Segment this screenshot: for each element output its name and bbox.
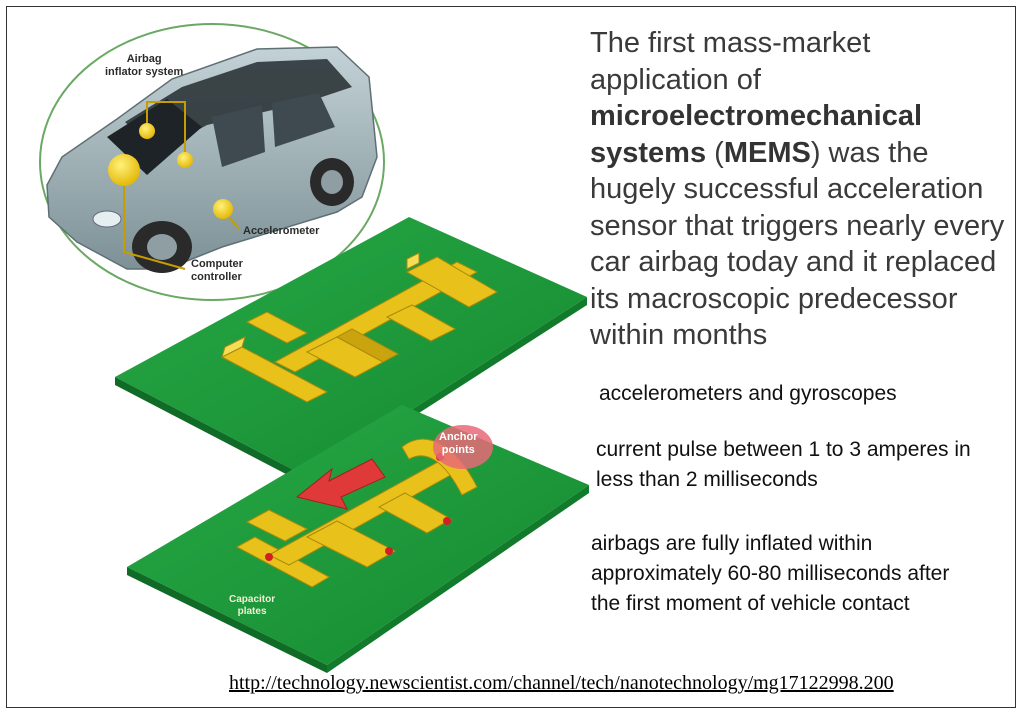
headline-text-2: ( bbox=[706, 136, 724, 169]
accelerometer-label: Accelerometer bbox=[243, 225, 320, 237]
car-inset bbox=[39, 23, 385, 301]
airbag-inflator-label: Airbag inflator system bbox=[105, 53, 184, 78]
source-link[interactable]: http://technology.newscientist.com/chann… bbox=[229, 672, 894, 694]
headline: The first mass-market application of mic… bbox=[590, 25, 1015, 354]
anchor-points-label: Anchor points bbox=[439, 431, 478, 456]
fact-current-pulse: current pulse between 1 to 3 amperes in … bbox=[596, 438, 971, 491]
mems-illustration: Airbag inflator system Accelerometer Com… bbox=[7, 7, 597, 707]
anchor-points-badge bbox=[433, 425, 493, 469]
slide: Airbag inflator system Accelerometer Com… bbox=[6, 6, 1016, 708]
computer-controller-dot bbox=[108, 154, 140, 186]
headline-text-3: ) was the hugely successful acceleration… bbox=[590, 136, 1005, 352]
movement-arrow bbox=[295, 458, 386, 510]
fact-inflation-time: airbags are fully inflated within approx… bbox=[591, 532, 950, 615]
capacitor-plates-label: Capacitor plates bbox=[229, 594, 276, 617]
airbag-inflator-dot bbox=[177, 152, 193, 168]
headline-bold-mems-full: microelectromechanical systems bbox=[590, 100, 923, 169]
mems-board-bottom bbox=[127, 405, 589, 673]
computer-controller-label: Computer controller bbox=[191, 258, 243, 283]
headline-text-1: The first mass-market application of bbox=[590, 27, 871, 96]
fact-sensor-types: accelerometers and gyroscopes bbox=[599, 382, 897, 405]
accelerometer-dot bbox=[213, 199, 233, 219]
headline-bold-mems: MEMS bbox=[723, 136, 811, 169]
airbag-inflator-dot bbox=[139, 123, 155, 139]
illustration-svg bbox=[39, 23, 589, 673]
